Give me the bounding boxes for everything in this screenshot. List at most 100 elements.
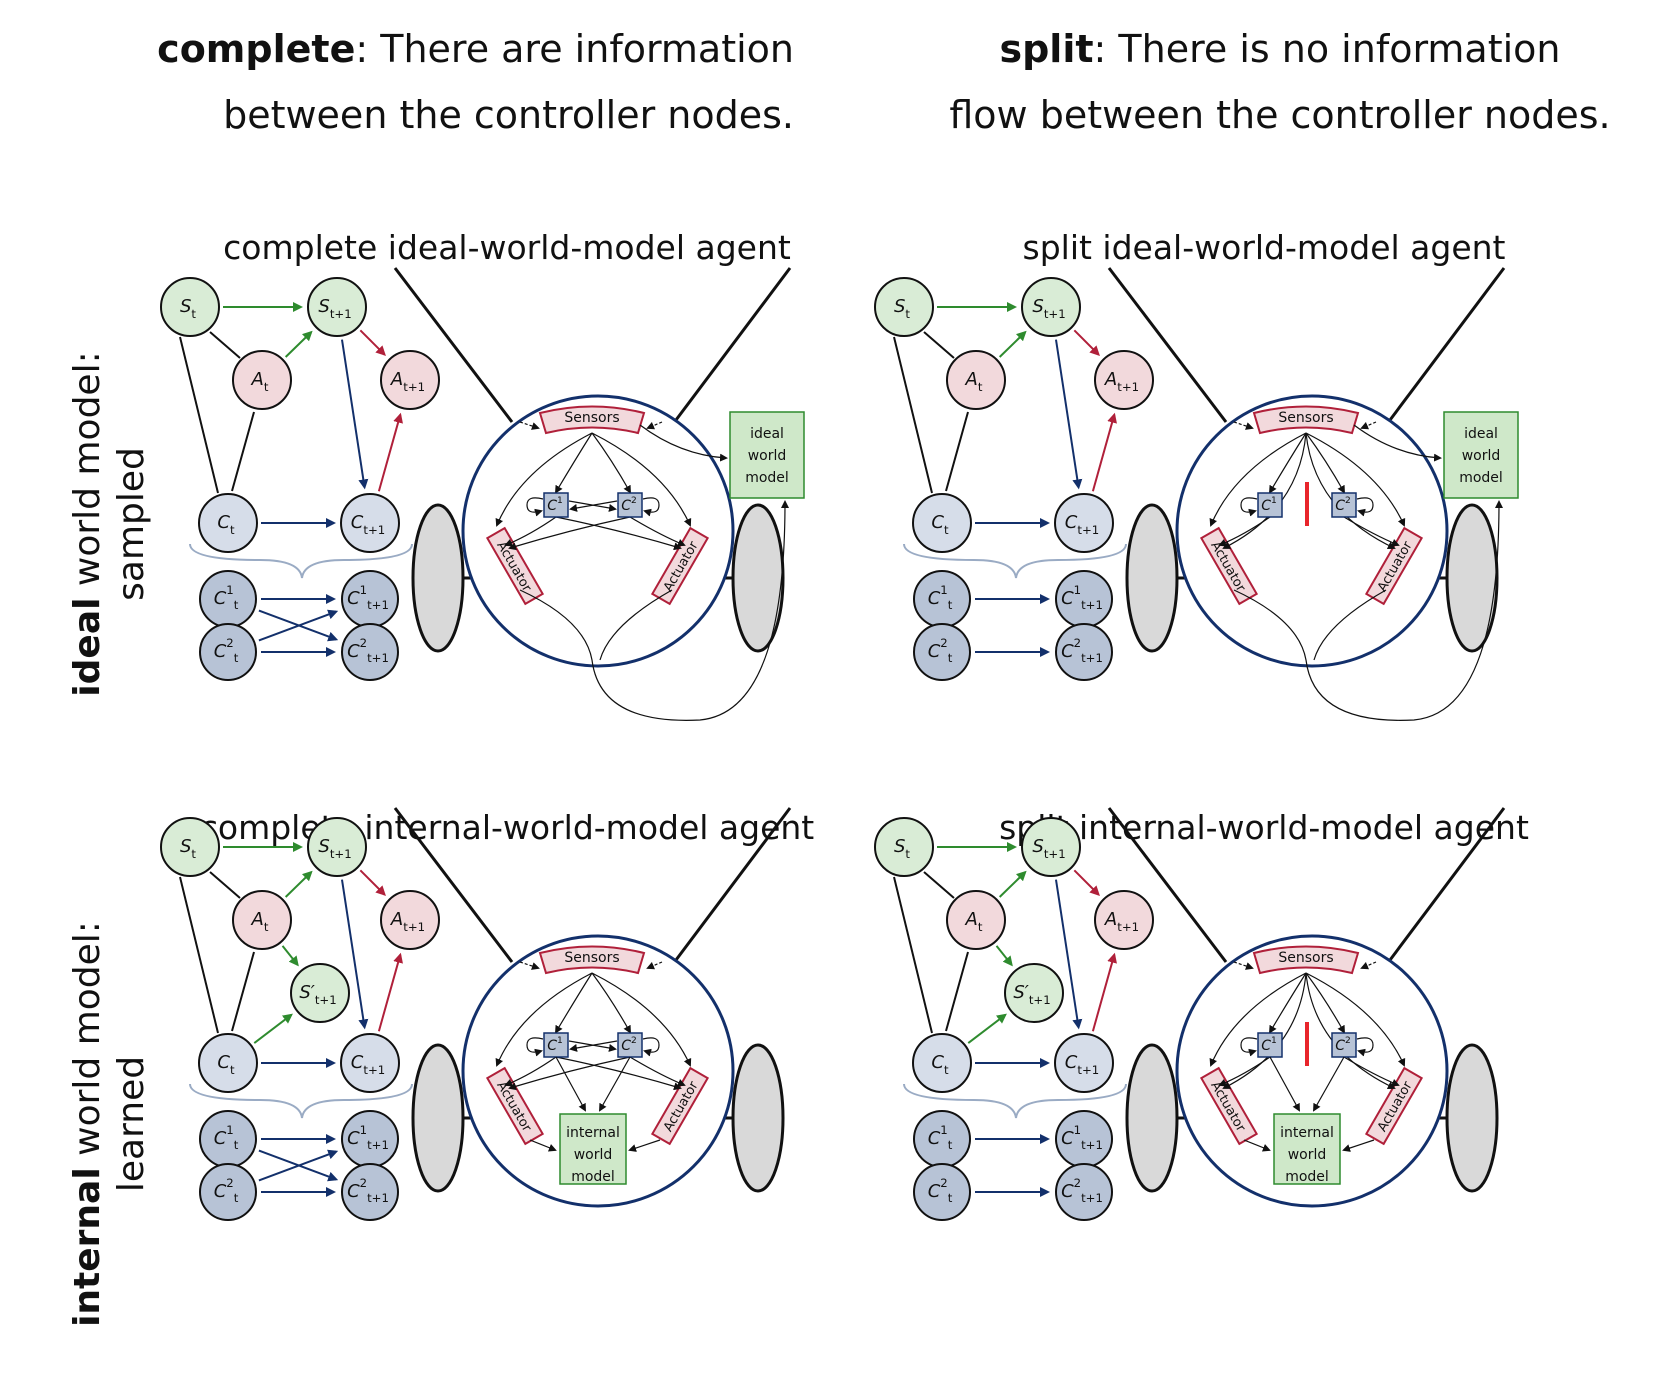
panel-title-split-internal: split internal-world-model agent xyxy=(999,808,1529,847)
node-s-t1: St+1 xyxy=(1021,817,1081,877)
edge-c2-c1 xyxy=(258,1149,339,1182)
ideal-world-model-box xyxy=(1443,411,1519,499)
node-c2-t1: C2t+1 xyxy=(341,1163,399,1221)
node-s-t: St xyxy=(874,817,934,877)
node-circle xyxy=(198,493,258,553)
sensor-to-world-model xyxy=(1353,424,1442,462)
node-circle xyxy=(199,623,257,681)
act-right-to-internal-model xyxy=(628,1139,661,1152)
node-circle xyxy=(913,570,971,628)
edge-ct1-at1 xyxy=(1091,952,1117,1032)
actuator-right-box xyxy=(650,526,710,606)
node-label: At xyxy=(251,369,269,394)
header-split: split: There is no information flow betw… xyxy=(930,16,1630,148)
sensor-to-c1 xyxy=(1268,432,1307,494)
node-circle xyxy=(874,817,934,877)
node-c2-t1: C2t+1 xyxy=(341,623,399,681)
node-circle xyxy=(340,1033,400,1093)
node-circle xyxy=(912,493,972,553)
edge-at-ct xyxy=(231,951,255,1032)
header-complete: complete: There are information between … xyxy=(74,16,794,148)
antenna-left xyxy=(393,807,514,963)
node-c-t: Ct xyxy=(198,1033,258,1093)
node-label: St+1 xyxy=(318,836,351,861)
antenna-left xyxy=(393,267,514,423)
sensor-to-c1 xyxy=(554,972,593,1034)
node-label: C1t+1 xyxy=(1061,583,1103,612)
actuator-left-box xyxy=(485,1066,545,1146)
edge-st1-at1 xyxy=(1073,329,1100,356)
node-circle xyxy=(1004,963,1064,1023)
controller-label-c2: C2 xyxy=(621,496,637,515)
edge-st-at xyxy=(209,331,241,359)
ideal-world-model-box xyxy=(729,411,805,499)
c2-self-loop xyxy=(1356,497,1374,517)
node-label: Ct+1 xyxy=(351,1052,385,1077)
node-c-t1: Ct+1 xyxy=(1054,1033,1114,1093)
edge-st1-at1 xyxy=(359,869,386,896)
node-a-t: At xyxy=(232,350,292,410)
c1-self-loop xyxy=(526,1037,544,1057)
wheel-right xyxy=(1445,503,1499,653)
node-label: St+1 xyxy=(1032,296,1065,321)
edge-st1-ct1 xyxy=(1054,339,1083,490)
act-left-to-internal-model xyxy=(1243,1139,1271,1152)
sensors-bar xyxy=(1252,945,1360,975)
wheel-left xyxy=(411,503,465,653)
node-label: Ct xyxy=(217,512,235,537)
internal-world-model-label-2: model xyxy=(1285,1169,1329,1185)
sensor-to-c2 xyxy=(1305,432,1345,494)
antenna-right xyxy=(674,807,792,961)
node-label: At xyxy=(251,909,269,934)
actuator-left-box xyxy=(1199,1066,1259,1146)
node-a-t1: At+1 xyxy=(380,350,440,410)
actuator-left-box xyxy=(1199,526,1259,606)
node-c2-t: C2t xyxy=(199,623,257,681)
node-a-t: At xyxy=(232,890,292,950)
controller-label-c1: C1 xyxy=(1261,496,1277,515)
edge-st1-at1 xyxy=(359,329,386,356)
node-circle xyxy=(913,1163,971,1221)
node-circle xyxy=(290,963,350,1023)
edge-st-at xyxy=(209,871,241,899)
c1-to-act-right xyxy=(555,1056,682,1091)
edge-ct1-at1 xyxy=(1091,412,1117,492)
controller-brace xyxy=(903,543,1127,579)
edge-at-ct xyxy=(231,411,255,492)
node-sprime-t1: S′t+1 xyxy=(1004,963,1064,1023)
node-label: S′t+1 xyxy=(299,982,336,1007)
edge-st-ct xyxy=(893,876,933,1034)
edge-st-at xyxy=(923,871,955,899)
sensor-to-world-model xyxy=(639,424,728,462)
node-label: C1t+1 xyxy=(347,1123,389,1152)
sensor-to-c2 xyxy=(1305,972,1345,1034)
controller-box-c2 xyxy=(1331,1032,1357,1058)
node-circle xyxy=(341,623,399,681)
node-label: C2t+1 xyxy=(1061,636,1103,665)
controller-brace xyxy=(189,543,413,579)
controller-box-c2 xyxy=(1331,492,1357,518)
edge-ct1-at1 xyxy=(377,952,403,1032)
c2-to-c1 xyxy=(569,500,618,512)
sensor-to-c2 xyxy=(591,972,631,1034)
edge-st1-ct1 xyxy=(1054,879,1083,1030)
node-circle xyxy=(1055,623,1113,681)
node-label: C2t xyxy=(214,1176,239,1205)
node-label: C2t xyxy=(928,636,953,665)
c1-self-loop xyxy=(1240,497,1258,517)
header-split-line2: flow between the controller nodes. xyxy=(949,93,1611,137)
antenna-left xyxy=(1107,807,1228,963)
sensor-to-act-right xyxy=(1305,972,1406,1067)
node-label: At+1 xyxy=(1104,909,1139,934)
actuator-to-world-model xyxy=(519,500,789,721)
sensor-in-right xyxy=(646,421,663,430)
node-label: At+1 xyxy=(390,369,425,394)
controller-brace xyxy=(189,1083,413,1119)
node-circle xyxy=(160,817,220,877)
controller-box-c1 xyxy=(543,492,569,518)
c2-self-loop xyxy=(1356,1037,1374,1057)
node-label: C1t xyxy=(214,583,239,612)
node-c-t1: Ct+1 xyxy=(340,493,400,553)
node-circle xyxy=(913,623,971,681)
